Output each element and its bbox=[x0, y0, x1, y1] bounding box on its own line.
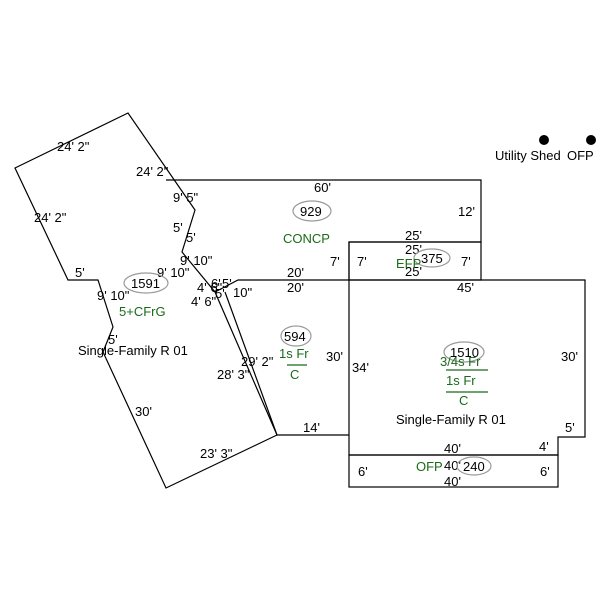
dim-label: 4' bbox=[539, 439, 549, 454]
ofp-bottom-outline bbox=[348, 454, 559, 488]
ofp-marker bbox=[586, 135, 596, 145]
area-value: 1510 bbox=[450, 345, 479, 360]
dim-label: 23' 3" bbox=[200, 446, 233, 461]
dim-label: 9' 5" bbox=[173, 190, 199, 205]
area-value: 929 bbox=[300, 204, 322, 219]
area-label: OFP bbox=[416, 459, 443, 474]
area-value: 1591 bbox=[131, 276, 160, 291]
dim-label: 24' 2" bbox=[57, 139, 90, 154]
dim-label: 5' bbox=[565, 420, 575, 435]
area-oval bbox=[413, 248, 451, 268]
dim-label: 20' bbox=[287, 280, 304, 295]
dim-label: 5' bbox=[108, 332, 118, 347]
utility-shed-marker bbox=[539, 135, 549, 145]
dim-label: 9' 10" bbox=[180, 253, 213, 268]
dim-label: 7' bbox=[461, 254, 471, 269]
area-value: 240 bbox=[463, 459, 485, 474]
ofp-legend-label: OFP bbox=[567, 148, 594, 163]
area-label: EFP bbox=[396, 256, 421, 271]
area-label: CONCP bbox=[283, 231, 330, 246]
construction-code: C bbox=[290, 367, 299, 382]
dim-label: 40' bbox=[444, 458, 461, 473]
dim-label: 25' bbox=[405, 242, 422, 257]
dim-label: 5' bbox=[173, 220, 183, 235]
construction-code: 5+CFrG bbox=[119, 304, 166, 319]
dim-label: 10" bbox=[233, 285, 252, 300]
dim-label: 25' bbox=[405, 264, 422, 279]
dim-label: 5' bbox=[215, 286, 225, 301]
dim-label: 40' bbox=[444, 474, 461, 489]
dim-label: 24' 2" bbox=[34, 210, 67, 225]
dim-label: 6' bbox=[211, 276, 221, 291]
area-oval bbox=[280, 325, 312, 347]
dim-label: 25' bbox=[405, 228, 422, 243]
dim-label: 7' bbox=[330, 254, 340, 269]
dim-label: 24' 2" bbox=[136, 164, 169, 179]
dim-label: 4' 6" bbox=[197, 280, 223, 295]
area-oval bbox=[292, 200, 332, 222]
dim-label: 7' bbox=[357, 254, 367, 269]
middle-section-outline bbox=[224, 291, 349, 436]
dim-label: 6' bbox=[358, 464, 368, 479]
dim-label: 9' 10" bbox=[157, 265, 190, 280]
dim-label: 20' bbox=[287, 265, 304, 280]
construction-code: 3/4s Fr bbox=[440, 354, 481, 369]
area-oval bbox=[123, 272, 169, 294]
room-name: Single-Family R 01 bbox=[396, 412, 506, 427]
dim-label: 14' bbox=[303, 420, 320, 435]
dim-label: 30' bbox=[561, 349, 578, 364]
left-building-outline bbox=[14, 112, 278, 489]
dim-label: 6' bbox=[540, 464, 550, 479]
area-value: 375 bbox=[421, 251, 443, 266]
construction-code: 1s Fr bbox=[446, 373, 476, 388]
dim-label: 60' bbox=[314, 180, 331, 195]
dim-label: 28' 3" bbox=[217, 367, 250, 382]
construction-code: 1s Fr bbox=[279, 346, 309, 361]
dim-label: 45' bbox=[457, 280, 474, 295]
dim-label: 29' 2" bbox=[241, 354, 274, 369]
area-oval bbox=[456, 456, 492, 476]
dim-label: 30' bbox=[135, 404, 152, 419]
room-name: Single-Family R 01 bbox=[78, 343, 188, 358]
dim-label: 34' bbox=[352, 360, 369, 375]
dim-label: 9' 10" bbox=[97, 288, 130, 303]
dim-label: 40' bbox=[444, 441, 461, 456]
dim-label: 5' bbox=[186, 230, 196, 245]
dim-label: 30' bbox=[326, 349, 343, 364]
dim-label: 12' bbox=[458, 204, 475, 219]
area-oval bbox=[443, 341, 485, 363]
dim-label: 5' bbox=[75, 265, 85, 280]
dim-label: 4' 6" bbox=[191, 294, 217, 309]
utility-shed-label: Utility Shed bbox=[495, 148, 561, 163]
area-value: 594 bbox=[284, 329, 306, 344]
construction-code: C bbox=[459, 393, 468, 408]
dim-label: 5' bbox=[222, 276, 232, 291]
